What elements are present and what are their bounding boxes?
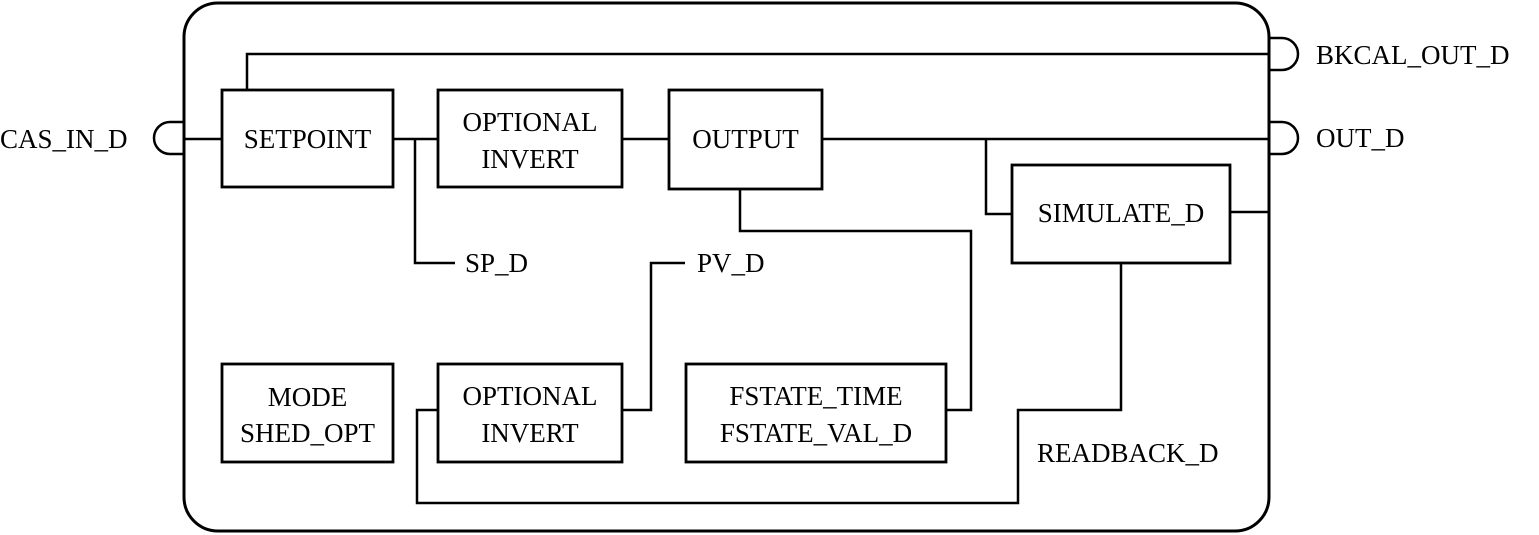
mode-label-line2: SHED_OPT — [240, 418, 376, 448]
setpoint-block: SETPOINT — [220, 88, 395, 189]
output-label: OUTPUT — [692, 124, 799, 154]
simulate-label: SIMULATE_D — [1038, 198, 1205, 228]
optional-invert-top-line1: OPTIONAL — [463, 107, 598, 137]
bkcal-out-line — [245, 52, 1269, 90]
fstate-label-line2: FSTATE_VAL_D — [720, 418, 912, 448]
pv-d-line — [622, 261, 685, 412]
output-block: OUTPUT — [667, 88, 824, 191]
optional-invert-bottom-line1: OPTIONAL — [463, 381, 598, 411]
bkcal-out-port-connector — [1269, 36, 1300, 72]
fstate-block: FSTATE_TIME FSTATE_VAL_D — [684, 362, 948, 464]
optional-invert-top-line2: INVERT — [481, 144, 579, 174]
readback-d-label: READBACK_D — [1037, 438, 1219, 468]
output-to-fstate-line — [738, 189, 973, 412]
bkcal-out-port-label: BKCAL_OUT_D — [1316, 40, 1510, 70]
optional-invert-bottom-block: OPTIONAL INVERT — [436, 362, 624, 464]
optional-invert-top-block: OPTIONAL INVERT — [436, 88, 624, 189]
cas-in-port-label: CAS_IN_D — [0, 124, 128, 154]
setpoint-label: SETPOINT — [244, 124, 372, 154]
mode-label-line1: MODE — [268, 382, 348, 412]
out-port-label: OUT_D — [1316, 123, 1405, 153]
output-to-simulate-line — [984, 139, 1012, 216]
fstate-label-line1: FSTATE_TIME — [729, 381, 902, 411]
simulate-block: SIMULATE_D — [1010, 163, 1232, 265]
sp-d-line — [413, 139, 455, 265]
mode-shed-opt-block: MODE SHED_OPT — [220, 362, 395, 464]
out-port-connector — [1269, 120, 1300, 156]
sp-d-label: SP_D — [465, 248, 528, 278]
cas-in-port-connector — [152, 120, 184, 156]
readback-line — [415, 263, 1123, 505]
optional-invert-bottom-line2: INVERT — [481, 418, 579, 448]
pv-d-label: PV_D — [697, 248, 765, 278]
